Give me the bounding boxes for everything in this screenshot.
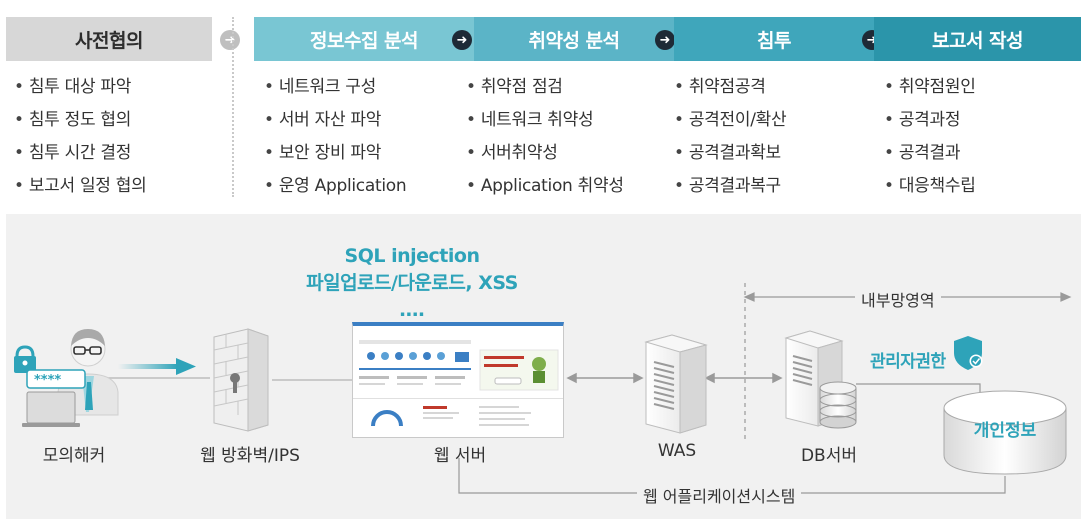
attack-line-sql-injection: SQL injection [344,245,480,267]
attack-line-upload-xss: 파일업로드/다운로드, XSS …. [306,272,518,321]
list-item: 취약점원인 [884,74,976,107]
label-web-app-system: 웹 어플리케이션시스템 [637,483,802,507]
database-disk-icon [819,381,857,429]
divider [232,17,234,197]
list-item: 공격과정 [884,107,976,140]
lock-icon [14,345,36,373]
task-list-info-gathering: 네트워크 구성 서버 자산 파악 보안 장비 파악 운영 Application [264,74,407,206]
list-item: 네트워크 구성 [264,74,406,107]
arrow-right-icon: ➜ [220,30,240,50]
web-page-mockup-icon [353,340,563,427]
stage-report-writing: 보고서 작성 [874,17,1081,61]
list-item: 보고서 일정 협의 [14,173,147,206]
stage-vulnerability-analysis: 취약성 분석 [474,17,674,61]
firewall-icon [213,328,269,432]
label-internal-network: 내부망영역 [855,287,941,311]
arrow-right-icon: ➜ [452,30,472,50]
list-item: 공격결과복구 [674,173,786,206]
list-item: 운영 Application [264,173,407,206]
list-item: 공격결과확보 [674,140,786,173]
list-item: 네트워크 취약성 [466,107,624,140]
list-item: 서버취약성 [466,140,624,173]
list-item: 보안 장비 파악 [264,140,406,173]
list-item: 서버 자산 파악 [264,107,406,140]
hacker-icon [22,329,119,427]
arrow-right-icon: ➜ [655,30,675,50]
attack-arrow-icon [118,358,196,375]
list-item: 취약점 점검 [466,74,624,107]
task-list-penetration: 취약점공격 공격전이/확산 공격결과확보 공격결과복구 [674,74,787,206]
label-personal-info: 개인정보 [973,421,1037,441]
task-list-report-writing: 취약점원인 공격과정 공격결과 대응책수립 [884,74,976,206]
label-web-server: 웹 서버 [433,446,487,466]
label-web-firewall: 웹 방화벽/IPS [200,446,300,466]
password-mask: **** [34,373,61,388]
list-item: Application 취약성 [466,173,624,206]
label-db-server: DB서버 [800,446,858,466]
web-server-screen [352,322,564,438]
task-list-pre-consultation: 침투 대상 파악 침투 정도 협의 침투 시간 결정 보고서 일정 협의 [14,74,147,206]
label-admin-rights: 관리자권한 [870,352,946,372]
list-item: 침투 시간 결정 [14,140,146,173]
stage-pre-consultation: 사전협의 [6,17,212,61]
task-list-vulnerability-analysis: 취약점 점검 네트워크 취약성 서버취약성 Application 취약성 [466,74,624,206]
attack-types: SQL injection 파일업로드/다운로드, XSS …. [292,243,532,324]
list-item: 침투 정도 협의 [14,107,146,140]
list-item: 취약점공격 [674,74,786,107]
personal-info-database-icon [943,390,1067,475]
label-pentester: 모의해커 [42,446,106,466]
bidirectional-arrow-icon [704,372,783,384]
label-was: WAS [657,441,697,461]
list-item: 침투 대상 파악 [14,74,146,107]
bidirectional-arrow-icon [566,372,644,384]
password-field-icon: **** [26,369,86,389]
shield-check-icon [954,336,983,370]
stage-penetration: 침투 [674,17,874,61]
list-item: 대응책수립 [884,173,976,206]
list-item: 공격결과 [884,140,976,173]
was-server-icon [644,334,708,434]
stage-info-gathering: 정보수집 분석 [254,17,474,61]
list-item: 공격전이/확산 [674,107,787,140]
